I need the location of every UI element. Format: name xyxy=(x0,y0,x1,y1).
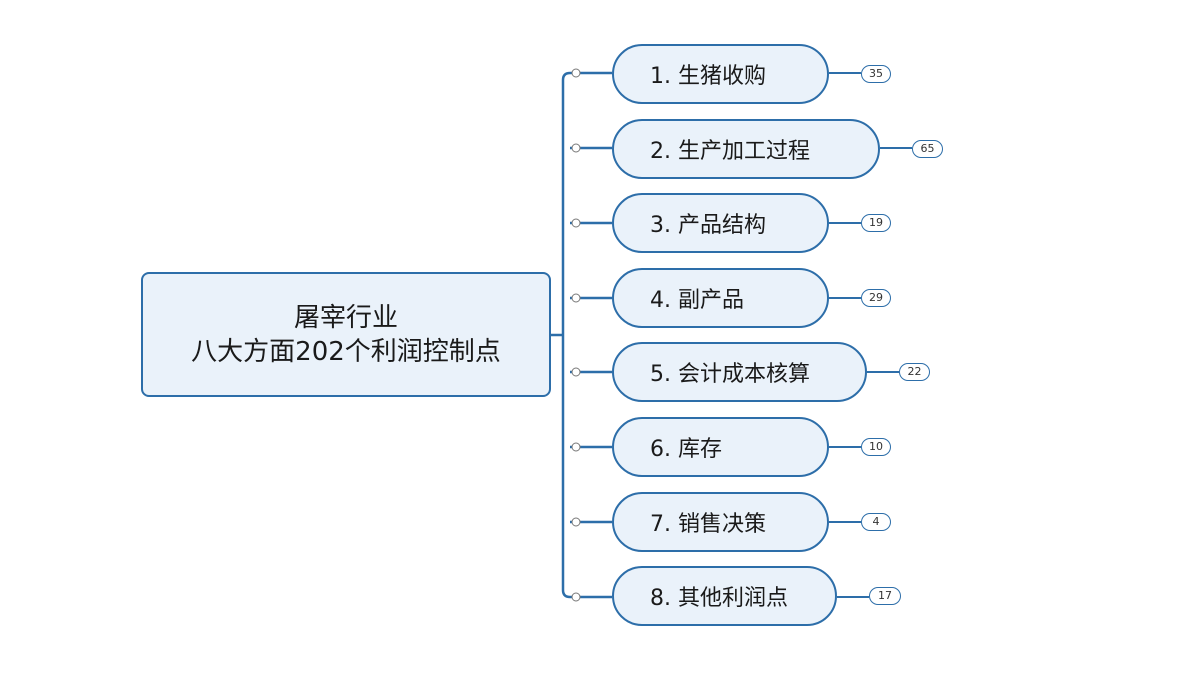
branch-node-7[interactable]: 7. 销售决策 xyxy=(612,492,829,552)
root-title: 屠宰行业 xyxy=(293,302,398,333)
branch-label-1: 1. 生猪收购 xyxy=(650,64,766,89)
branch-label-2: 2. 生产加工过程 xyxy=(650,139,810,164)
branch-node-4[interactable]: 4. 副产品 xyxy=(612,268,829,328)
branch-node-8[interactable]: 8. 其他利润点 xyxy=(612,566,837,626)
collapse-dot-icon[interactable] xyxy=(571,293,581,303)
branch-node-2[interactable]: 2. 生产加工过程 xyxy=(612,119,880,179)
branch-label-7: 7. 销售决策 xyxy=(650,512,766,537)
branch-label-4: 4. 副产品 xyxy=(650,288,744,313)
collapse-dot-icon[interactable] xyxy=(571,442,581,452)
branch-node-5[interactable]: 5. 会计成本核算 xyxy=(612,342,867,402)
branch-node-3[interactable]: 3. 产品结构 xyxy=(612,193,829,253)
count-badge-7[interactable]: 4 xyxy=(861,513,891,531)
count-badge-4[interactable]: 29 xyxy=(861,289,891,307)
count-badge-5[interactable]: 22 xyxy=(899,363,930,381)
trunk-line xyxy=(561,71,571,599)
branch-label-8: 8. 其他利润点 xyxy=(650,586,788,611)
count-badge-8[interactable]: 17 xyxy=(869,587,901,605)
count-badge-2[interactable]: 65 xyxy=(912,140,943,158)
count-badge-3[interactable]: 19 xyxy=(861,214,891,232)
branch-label-3: 3. 产品结构 xyxy=(650,213,766,238)
root-node[interactable]: 屠宰行业 八大方面202个利润控制点 xyxy=(141,272,551,397)
branch-label-6: 6. 库存 xyxy=(650,437,722,462)
collapse-dot-icon[interactable] xyxy=(571,68,581,78)
collapse-dot-icon[interactable] xyxy=(571,592,581,602)
root-subtitle: 八大方面202个利润控制点 xyxy=(191,336,501,367)
count-badge-1[interactable]: 35 xyxy=(861,65,891,83)
collapse-dot-icon[interactable] xyxy=(571,143,581,153)
branch-node-1[interactable]: 1. 生猪收购 xyxy=(612,44,829,104)
collapse-dot-icon[interactable] xyxy=(571,517,581,527)
collapse-dot-icon[interactable] xyxy=(571,218,581,228)
branch-node-6[interactable]: 6. 库存 xyxy=(612,417,829,477)
collapse-dot-icon[interactable] xyxy=(571,367,581,377)
branch-label-5: 5. 会计成本核算 xyxy=(650,362,810,387)
count-badge-6[interactable]: 10 xyxy=(861,438,891,456)
